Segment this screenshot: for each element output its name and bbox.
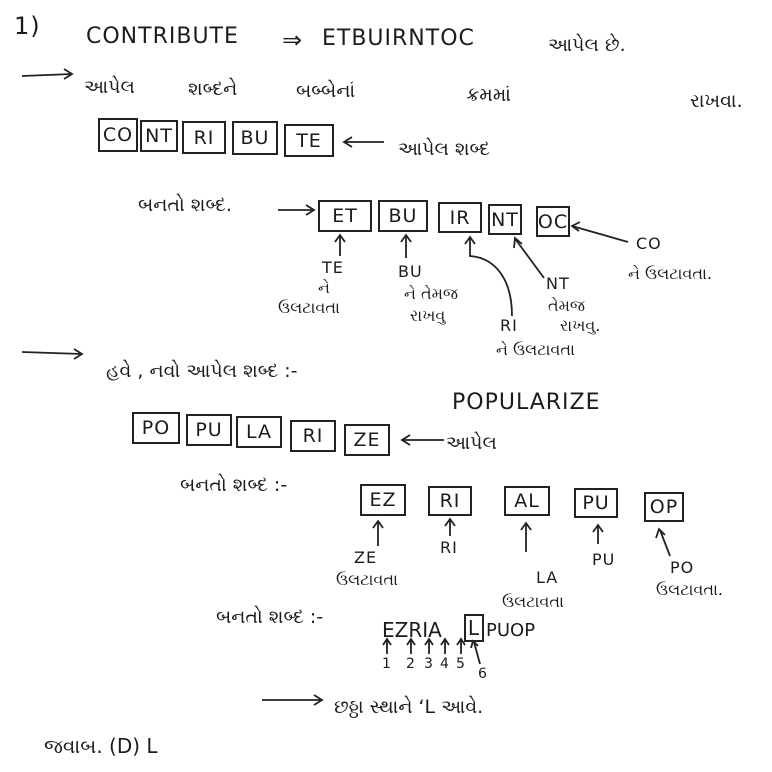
result-pair-box: BU — [378, 200, 428, 232]
note-ri-2: RI — [440, 538, 458, 557]
result-word-label: બનતો શબ્દ. — [138, 194, 232, 216]
result-pair-box: OC — [536, 206, 570, 237]
result-pair-box: NT — [488, 204, 522, 235]
arrowhead-icon — [305, 204, 316, 216]
position-number: 1 — [382, 656, 391, 672]
final-letters-after: PUOP — [486, 620, 536, 641]
note-rakhvu: રાખવુ — [410, 306, 446, 325]
note-nt: NT — [546, 274, 570, 293]
given-label-2: આપેલ — [446, 432, 497, 454]
arrowhead-icon — [440, 637, 450, 646]
result-pair-box: ET — [318, 200, 372, 232]
given-pair-box: RI — [182, 121, 226, 154]
given-suffix: આપેલ છે. — [548, 34, 626, 56]
rule-word-4: ક્રમમાં — [466, 84, 511, 106]
given-pair-box: NT — [140, 120, 178, 152]
arrowhead-icon — [400, 434, 411, 446]
note-co: CO — [636, 234, 662, 253]
right-arrow-icon — [21, 73, 73, 77]
given-pair-box: PU — [186, 414, 232, 446]
note-rakhvu-2: રાખવુ. — [560, 316, 601, 335]
arrowhead-icon — [520, 521, 532, 531]
rule-word-1: આપેલ — [84, 76, 135, 98]
arrowhead-icon — [342, 136, 353, 148]
final-letters-before: EZRIA — [382, 618, 442, 642]
note-la: LA — [536, 568, 559, 587]
rule-word-3: બબ્બેનાં — [296, 80, 356, 102]
arrowhead-icon — [400, 233, 412, 243]
note-po: PO — [670, 558, 695, 577]
final-boxed-letter: L — [464, 614, 484, 642]
implies-symbol: ⇒ — [282, 26, 304, 54]
final-word-label: બનતો શબ્દ :- — [216, 606, 324, 628]
note-te: TE — [322, 258, 344, 277]
note-ne-temaj: ને તેમજ — [404, 284, 459, 303]
conclusion: છઠ્ઠા સ્થાને ‘L આવે. — [334, 696, 484, 718]
rule-word-5: રાખવા. — [690, 90, 743, 112]
note-ne: ને — [318, 278, 330, 297]
arrowhead-icon — [73, 348, 84, 360]
note-ze-ulatavata: ઉલટાવતા — [336, 570, 398, 589]
arrowhead-icon — [334, 233, 346, 243]
diagonal-arrow-icon — [515, 239, 545, 279]
note-temaj: તેમજ — [548, 296, 586, 315]
left-arrow-icon — [571, 225, 629, 243]
rule-word-2: શબ્દને — [188, 78, 238, 100]
up-arrow-icon — [473, 641, 481, 665]
position-number: 5 — [456, 656, 465, 672]
note-bu: BU — [398, 262, 423, 281]
arrowhead-icon — [470, 639, 479, 649]
position-number: 2 — [406, 656, 415, 672]
arrowhead-icon — [464, 235, 476, 245]
given-word-label: આપેલ શબ્દ — [398, 138, 490, 160]
note-pu: PU — [592, 550, 616, 569]
new-given-word: POPULARIZE — [452, 390, 601, 415]
given-pair-box: ZE — [344, 424, 390, 456]
given-pair-box: TE — [284, 124, 334, 157]
note-la-ulatavata: ઉલટાવતા — [502, 592, 564, 611]
answer: જવાબ. (D) L — [44, 734, 158, 758]
arrowhead-icon — [63, 68, 74, 80]
given-pair-box: CO — [98, 118, 138, 152]
given-pair-box: LA — [236, 416, 282, 448]
result-pair-box: PU — [574, 488, 618, 518]
arrowhead-icon — [570, 221, 581, 232]
note-ze: ZE — [354, 548, 378, 567]
arrowhead-icon — [513, 236, 523, 249]
arrowhead-icon — [313, 694, 324, 706]
question-number: 1) — [14, 12, 41, 40]
arrowhead-icon — [444, 517, 456, 527]
note-ne-ulatavata: ને ઉલટાવતા — [496, 340, 575, 359]
position-number: 6 — [478, 666, 487, 682]
arrowhead-icon — [655, 527, 666, 539]
result-pair-box: EZ — [360, 484, 406, 516]
note-ne-ulatavata-2: ને ઉલટાવતા. — [628, 264, 713, 283]
result-pair-box: IR — [438, 202, 482, 233]
note-ri: RI — [500, 316, 518, 335]
arrowhead-icon — [592, 523, 604, 533]
given-pair-box: BU — [232, 121, 278, 155]
right-arrow-icon — [21, 351, 83, 355]
result-pair-box: RI — [428, 486, 472, 516]
arrowhead-icon — [372, 519, 384, 529]
note-po-ulatavata: ઉલટાવતા. — [656, 580, 724, 599]
result-pair-box: AL — [504, 486, 550, 516]
given-pair-box: PO — [132, 412, 180, 444]
position-number: 3 — [424, 656, 433, 672]
given-word: CONTRIBUTE — [86, 24, 239, 49]
position-number: 4 — [440, 656, 449, 672]
coded-word: ETBUIRNTOC — [322, 26, 475, 51]
result-pair-box: OP — [644, 492, 684, 522]
new-word-intro: હવે , નવો આપેલ શબ્દ :- — [106, 360, 298, 382]
note-ulatavata: ઉલટાવતા — [278, 298, 340, 317]
diagonal-arrow-icon — [659, 529, 671, 557]
result-word-label-2: બનતો શબ્દ :- — [180, 474, 288, 496]
curved-arrow-icon — [469, 238, 513, 317]
given-pair-box: RI — [290, 420, 336, 452]
